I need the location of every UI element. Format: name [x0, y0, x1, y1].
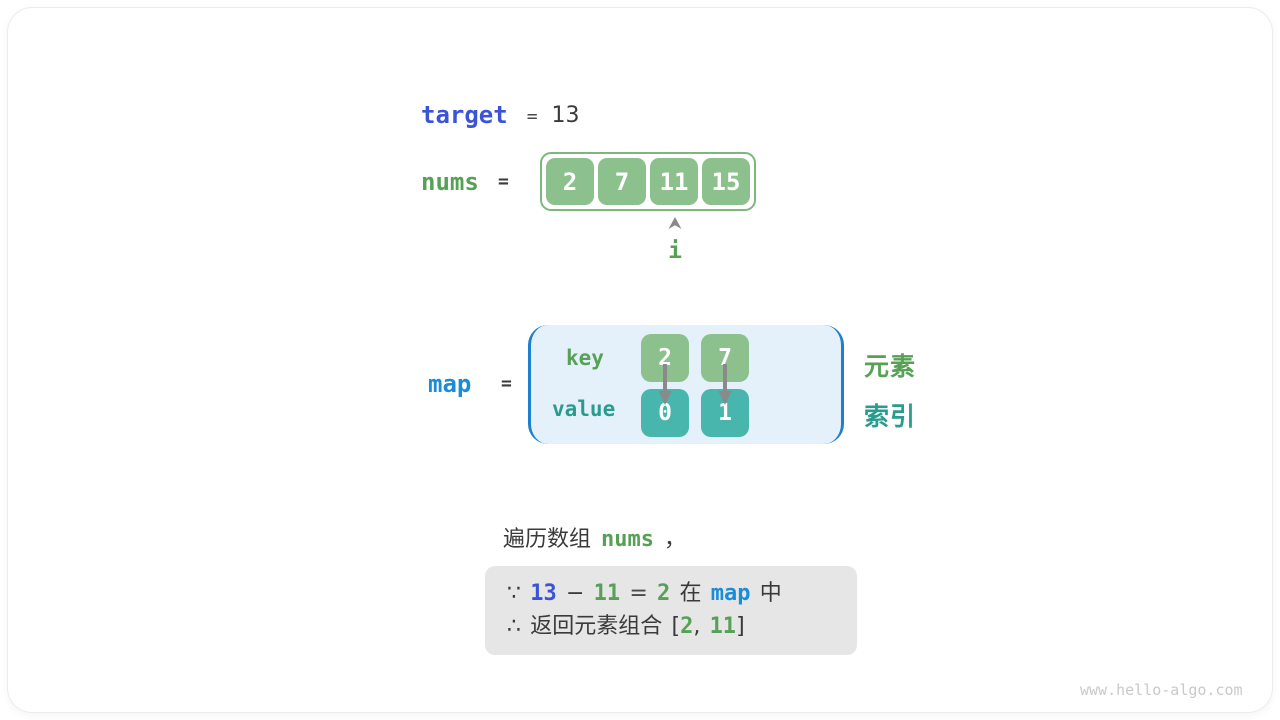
map-variable-label: map: [428, 370, 472, 398]
key-to-value-arrow-icon: [658, 364, 672, 405]
traverse-caption: 遍历数组 nums ，: [503, 521, 686, 553]
target-row: target = 13: [421, 101, 580, 129]
map-value-cell: 0: [641, 389, 689, 437]
nums-array-cell: 2: [546, 158, 594, 205]
element-annotation-label: 元素: [864, 352, 917, 381]
conclusion-line-therefore: ∴返回元素组合[2,11]: [507, 614, 745, 639]
nums-variable-label: nums: [421, 168, 479, 196]
diagram-card: target = 13 nums = 2 7 11 15 i map = key…: [8, 8, 1272, 712]
key-to-value-arrow-icon: [718, 364, 732, 405]
nums-array-cell: 7: [598, 158, 646, 205]
target-equals-sign: =: [526, 105, 538, 127]
target-variable-label: target: [421, 101, 508, 129]
nums-array-cell: 15: [702, 158, 750, 205]
index-pointer-label: i: [668, 238, 682, 264]
caption-prefix: 遍历数组: [503, 527, 592, 552]
site-watermark: www.hello-algo.com: [1080, 681, 1243, 699]
index-pointer-up-caret-icon: [668, 217, 682, 229]
target-value: 13: [551, 102, 580, 128]
map-key-row-label: key: [566, 346, 604, 370]
nums-array-cell: 11: [650, 158, 698, 205]
map-equals-sign: =: [501, 373, 512, 394]
index-annotation-label: 索引: [864, 402, 917, 431]
caption-suffix: ，: [664, 527, 687, 552]
nums-array-box: 2 7 11 15: [540, 152, 756, 211]
nums-equals-sign: =: [498, 171, 509, 192]
caption-nums-code: nums: [601, 527, 654, 552]
map-value-row-label: value: [552, 397, 616, 421]
